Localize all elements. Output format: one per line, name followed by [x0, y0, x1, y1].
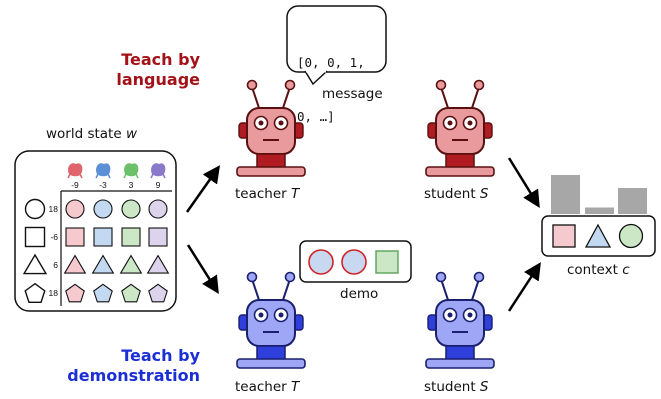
robot-head — [246, 107, 296, 155]
context-bar — [551, 175, 580, 214]
row-value: 18 — [49, 288, 59, 298]
cell-triangle — [119, 254, 143, 274]
cell-square — [121, 227, 141, 247]
cell-triangle — [91, 254, 115, 274]
column-value: 9 — [156, 180, 161, 190]
message-bubble — [286, 5, 387, 86]
cell-pentagon — [148, 283, 168, 303]
context-bar — [618, 188, 647, 214]
student-demo-label: student S — [424, 379, 489, 395]
row-value: -6 — [50, 232, 58, 242]
arrow-world-to-teacher-lang — [185, 165, 221, 213]
cell-triangle — [146, 254, 170, 274]
row-value: 18 — [49, 204, 59, 214]
column-value: -9 — [71, 180, 79, 190]
demo-circle-red — [308, 249, 334, 275]
context-triangle — [584, 223, 612, 248]
world-state-grid: -9 -3 3 9 18 -6 6 18 — [22, 163, 172, 306]
cell-circle — [121, 199, 141, 219]
demo-box — [299, 240, 412, 283]
column-value: -3 — [99, 180, 107, 190]
cell-square — [65, 227, 85, 247]
cell-pentagon — [121, 283, 141, 303]
robot-head — [435, 299, 485, 347]
row-shape-circle — [24, 198, 46, 220]
message-text: [0, 0, 1, 0, …] — [297, 55, 365, 124]
cell-circle — [93, 199, 113, 219]
context-label: context c — [567, 262, 630, 278]
context-circle — [618, 223, 644, 249]
teacher-robot-demo — [236, 271, 306, 369]
row-shape-pentagon — [24, 282, 46, 303]
student-lang-label: student S — [424, 186, 489, 202]
cell-circle — [148, 199, 168, 219]
demo-square-green — [375, 250, 399, 274]
context-box — [541, 215, 656, 257]
robot-head — [246, 299, 296, 347]
teach-by-language-title: Teach by language — [116, 50, 200, 89]
row-shape-square — [24, 226, 46, 248]
blob-2 — [124, 163, 139, 177]
context-bar-chart — [551, 175, 647, 214]
blob-0 — [68, 163, 83, 177]
cell-square — [93, 227, 113, 247]
context-bar — [585, 207, 614, 214]
student-robot-demo — [425, 271, 495, 369]
world-state-label: world state w — [46, 126, 138, 142]
teacher-demo-label: teacher T — [235, 379, 300, 395]
blob-1 — [96, 163, 111, 177]
teacher-lang-label: teacher T — [235, 186, 300, 202]
context-square — [552, 224, 576, 248]
column-value: 3 — [129, 180, 134, 190]
robot-head — [435, 107, 485, 155]
cell-pentagon — [65, 283, 85, 303]
message-label: message — [322, 86, 383, 102]
cell-pentagon — [93, 283, 113, 303]
cell-triangle — [63, 254, 87, 274]
cell-circle — [65, 199, 85, 219]
student-robot-language — [425, 79, 495, 177]
arrow-world-to-teacher-demo — [186, 244, 219, 294]
teacher-robot-language — [236, 79, 306, 177]
cell-square — [148, 227, 168, 247]
arrow-student-demo-to-context — [507, 262, 541, 312]
blob-3 — [151, 163, 166, 177]
teach-by-demonstration-title: Teach by demonstration — [67, 346, 200, 385]
arrow-student-lang-to-context — [507, 157, 540, 208]
row-shape-triangle — [22, 253, 48, 275]
demo-label: demo — [340, 286, 379, 302]
demo-circle-blue — [341, 249, 367, 275]
row-value: 6 — [53, 260, 58, 270]
